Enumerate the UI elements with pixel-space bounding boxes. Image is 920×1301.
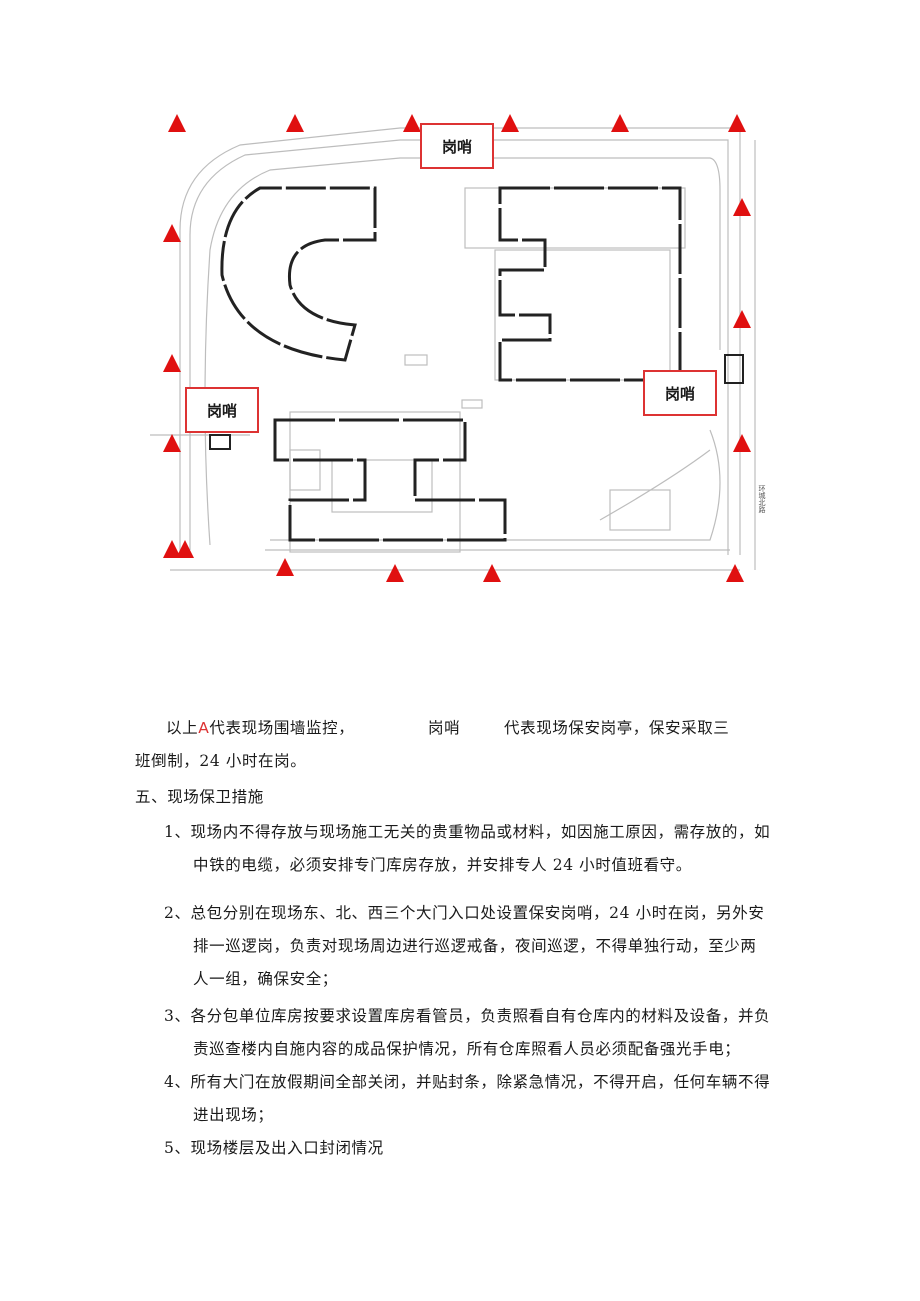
- item-4-line-1: 4、所有大门在放假期间全部关闭，并贴封条，除紧急情况，不得开启，任何车辆不得: [164, 1073, 771, 1091]
- monitor-marker: [276, 558, 294, 576]
- legend-prefix: 以上: [166, 719, 199, 737]
- gatehouse-west: [209, 434, 231, 450]
- item-1-line-2: 中铁的电缆，必须安排专门库房存放，并安排专人 24 小时值班看守。: [193, 856, 692, 874]
- monitor-marker: [163, 434, 181, 452]
- building-south: [273, 418, 507, 542]
- item-3-line-2: 责巡查楼内自施内容的成品保护情况，所有仓库照看人员必须配备强光手电；: [193, 1040, 741, 1058]
- monitor-marker: [733, 310, 751, 328]
- monitor-marker: [386, 564, 404, 582]
- monitor-marker: [733, 198, 751, 216]
- monitor-marker: [168, 114, 186, 132]
- legend-marker-symbol: A: [198, 719, 210, 737]
- monitor-marker: [483, 564, 501, 582]
- legend-post-label: 岗哨: [428, 719, 461, 737]
- road-label: 环城北路: [758, 485, 766, 514]
- item-2-line-3: 人一组，确保安全；: [193, 970, 338, 988]
- monitor-marker: [733, 434, 751, 452]
- site-roads: [150, 127, 756, 571]
- monitor-marker: [501, 114, 519, 132]
- building-curved: [220, 186, 377, 362]
- site-plan: 环城北路 岗哨 岗哨 岗哨: [150, 100, 770, 600]
- item-3-line-1: 3、各分包单位库房按要求设置库房看管员，负责照看自有仓库内的材料及设备，并负: [164, 1007, 771, 1025]
- item-2-line-2: 排一巡逻岗，负责对现场周边进行巡逻戒备，夜间巡逻，不得单独行动，至少两: [193, 937, 757, 955]
- guard-post-north: 岗哨: [420, 123, 494, 169]
- legend-post-desc: 代表现场保安岗亭，保安采取三: [504, 719, 730, 737]
- monitor-marker: [726, 564, 744, 582]
- monitor-marker: [286, 114, 304, 132]
- monitor-marker: [163, 540, 181, 558]
- legend-line: 以上A代表现场围墙监控，: [166, 716, 354, 738]
- monitor-marker: [163, 354, 181, 372]
- monitor-marker: [403, 114, 421, 132]
- monitor-marker: [176, 540, 194, 558]
- item-2-line-1: 2、总包分别在现场东、北、西三个大门入口处设置保安岗哨，24 小时在岗，另外安: [164, 904, 765, 922]
- legend-marker-desc: 代表现场围墙监控，: [209, 719, 355, 737]
- item-1-line-1: 1、现场内不得存放与现场施工无关的贵重物品或材料，如因施工原因，需存放的，如: [164, 823, 771, 841]
- guard-post-east: 岗哨: [643, 370, 717, 416]
- item-5-line-1: 5、现场楼层及出入口封闭情况: [164, 1139, 384, 1157]
- section-heading: 五、现场保卫措施: [135, 788, 264, 806]
- site-plan-drawing: 环城北路: [150, 114, 766, 582]
- building-east: [498, 186, 682, 382]
- item-4-line-2: 进出现场；: [193, 1106, 274, 1124]
- legend-continuation: 班倒制，24 小时在岗。: [135, 752, 307, 770]
- monitor-marker: [728, 114, 746, 132]
- monitor-marker: [611, 114, 629, 132]
- gatehouse-east: [724, 354, 744, 384]
- monitor-markers: [163, 114, 751, 582]
- guard-post-west: 岗哨: [185, 387, 259, 433]
- monitor-marker: [163, 224, 181, 242]
